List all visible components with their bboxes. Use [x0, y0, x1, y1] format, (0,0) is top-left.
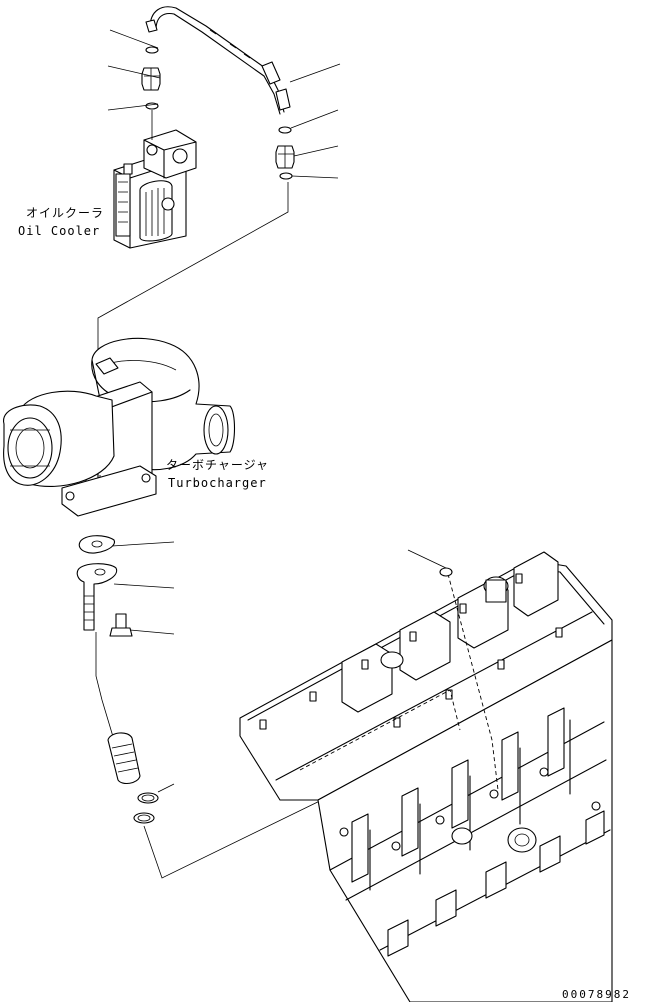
turbocharger — [3, 337, 236, 517]
union-fitting-left — [141, 67, 161, 91]
bolt-drain — [109, 613, 133, 637]
o-ring-drain-2 — [133, 812, 155, 824]
turbocharger-label-en: Turbocharger — [168, 476, 267, 490]
block-studs — [259, 573, 563, 730]
oil-cooler-label-jp: オイルクーラ — [26, 206, 105, 220]
drain-pipe-upper — [76, 563, 118, 631]
drain-hose — [95, 632, 141, 785]
gasket-small-right-1 — [278, 126, 292, 134]
engine-block — [239, 551, 613, 1002]
oil-supply-tube — [145, 6, 291, 115]
leader-lines-lower — [111, 541, 447, 879]
drawing-code: 00078982 — [562, 988, 631, 1001]
gasket-small-right-2 — [279, 172, 293, 180]
leader-lines-top — [107, 29, 341, 179]
oil-cooler — [113, 110, 197, 249]
o-ring-drain-1 — [137, 792, 159, 804]
turbocharger-label-jp: ターボチャージャ — [166, 458, 270, 472]
union-fitting-right — [275, 145, 295, 169]
gasket-small-top — [145, 46, 159, 54]
gasket-turbo-drain — [78, 535, 115, 554]
plug-block-top — [439, 567, 453, 577]
oil-cooler-label-en: Oil Cooler — [18, 224, 101, 238]
